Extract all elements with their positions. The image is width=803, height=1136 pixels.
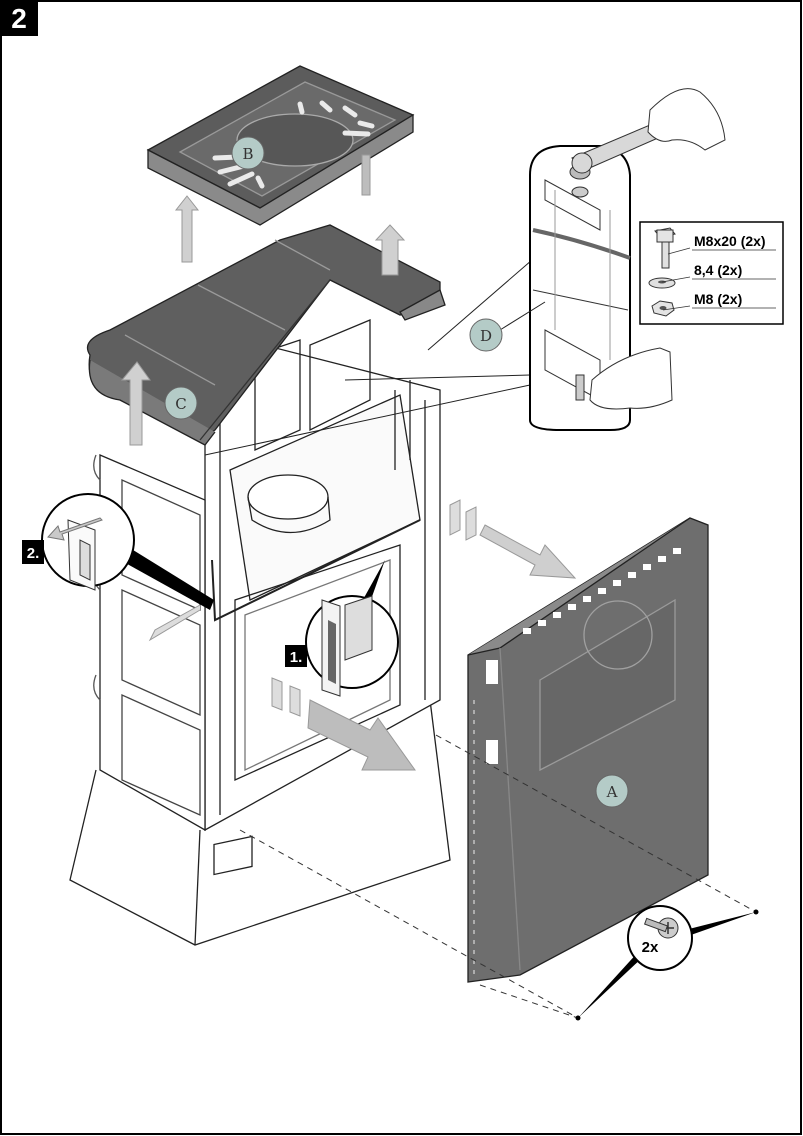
top-cover-plate [146,65,415,226]
callout-c: C [164,386,198,420]
detail-callout-left: 2. [22,493,214,610]
nut-spec-label: M8 (2x) [694,291,742,307]
sub-step-2-label: 2. [27,545,40,562]
washer-spec-label: 8,4 (2x) [694,262,742,278]
side-panel [467,517,709,983]
bolt-spec-label: M8x20 (2x) [694,233,766,249]
panel-vent-holes [486,548,681,764]
callout-c-label: C [175,395,186,413]
callout-d-label: D [480,327,492,345]
callout-b: B [231,136,265,170]
callout-a-label: A [606,783,618,801]
washer-icon [648,277,676,289]
removal-arrows [120,154,577,771]
bolt-icon [654,227,676,269]
hardware-list: M8x20 (2x) 8,4 (2x) M8 (2x) [639,221,784,325]
screw-guide-lines [239,734,757,1019]
step-number: 2 [11,3,27,34]
screw-count-label: 2x [642,939,659,956]
detail-callout-center: 1. [285,560,399,697]
callout-d: D [469,318,503,352]
callout-b-label: B [242,145,253,163]
top-stone-segments [86,224,446,446]
screw-pointer-lines [578,912,756,1018]
screw-callout: 2x [627,905,693,971]
wrench-detail-panel [204,88,726,456]
step-number-badge: 2 [0,0,38,36]
sub-step-1-badge [285,645,307,667]
callout-a: A [595,774,629,808]
sub-step-2-badge [22,540,44,564]
nut-icon [651,300,675,317]
screw-icon [643,917,679,939]
sub-step-1-label: 1. [290,649,303,666]
callout-d-leader [499,301,546,331]
